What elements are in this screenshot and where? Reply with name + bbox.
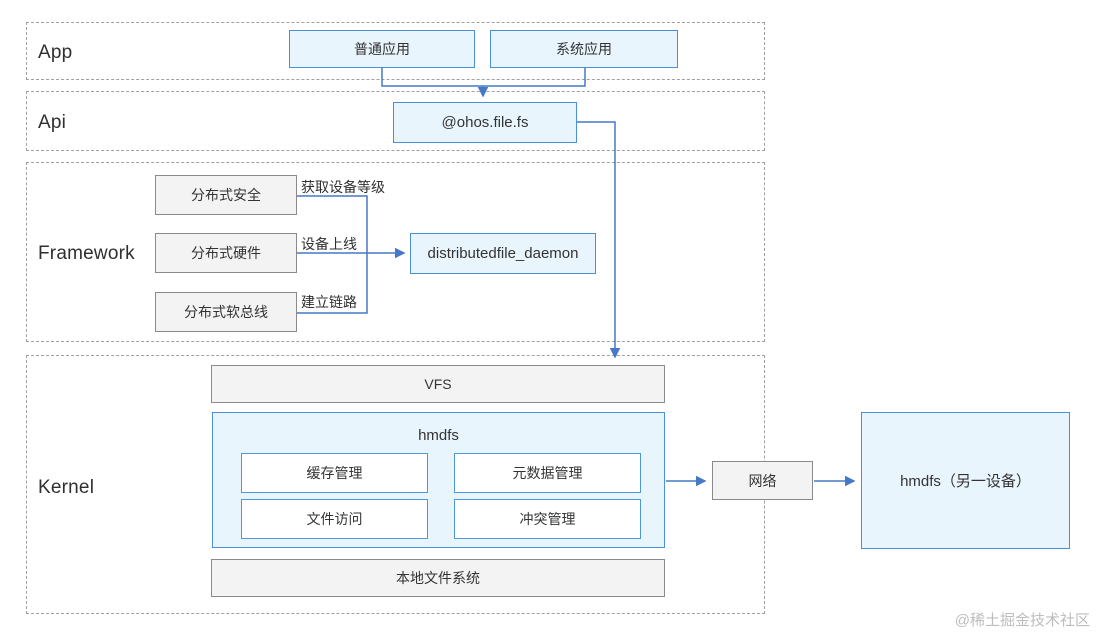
normal-app-box: 普通应用 [289, 30, 475, 68]
distributed-security-box: 分布式安全 [155, 175, 297, 215]
remote-hmdfs-box: hmdfs（另一设备） [861, 412, 1070, 549]
distributed-softbus-box: 分布式软总线 [155, 292, 297, 332]
metadata-management-box: 元数据管理 [454, 453, 641, 493]
conflict-management-box: 冲突管理 [454, 499, 641, 539]
local-filesystem-box: 本地文件系统 [211, 559, 665, 597]
vfs-label: VFS [424, 376, 452, 392]
cache-management-box: 缓存管理 [241, 453, 428, 493]
distributedfile-daemon-label: distributedfile_daemon [427, 245, 579, 262]
remote-hmdfs-label: hmdfs（另一设备） [900, 473, 1031, 490]
distributed-softbus-label: 分布式软总线 [184, 304, 268, 320]
distributedfile-daemon-box: distributedfile_daemon [410, 233, 596, 274]
kernel-section-label: Kernel [38, 477, 95, 498]
vfs-box: VFS [211, 365, 665, 403]
framework-section-label: Framework [38, 243, 135, 264]
local-filesystem-label: 本地文件系统 [396, 570, 480, 586]
api-module-label: @ohos.file.fs [441, 114, 529, 131]
distributed-hardware-box: 分布式硬件 [155, 233, 297, 273]
edge-label-establish-link: 建立链路 [301, 294, 357, 310]
edge-label-get-device-level: 获取设备等级 [301, 179, 385, 195]
network-box: 网络 [712, 461, 813, 500]
network-label: 网络 [748, 472, 777, 489]
edge-label-device-online: 设备上线 [301, 236, 357, 252]
cache-management-label: 缓存管理 [306, 465, 363, 481]
api-section-label: Api [38, 112, 67, 133]
system-app-box: 系统应用 [490, 30, 678, 68]
app-section-label: App [38, 42, 73, 63]
system-app-label: 系统应用 [556, 41, 612, 57]
hmdfs-container: hmdfs 缓存管理 元数据管理 文件访问 冲突管理 [212, 412, 665, 548]
metadata-management-label: 元数据管理 [512, 465, 583, 481]
watermark: @稀土掘金技术社区 [954, 612, 1090, 629]
api-module-box: @ohos.file.fs [393, 102, 577, 143]
api-section [26, 91, 765, 151]
normal-app-label: 普通应用 [354, 41, 410, 57]
distributed-security-label: 分布式安全 [191, 187, 261, 203]
conflict-management-label: 冲突管理 [519, 511, 576, 527]
distributed-hardware-label: 分布式硬件 [191, 245, 261, 261]
file-access-label: 文件访问 [306, 511, 363, 527]
hmdfs-title: hmdfs [418, 427, 459, 444]
file-access-box: 文件访问 [241, 499, 428, 539]
framework-section [26, 162, 765, 342]
